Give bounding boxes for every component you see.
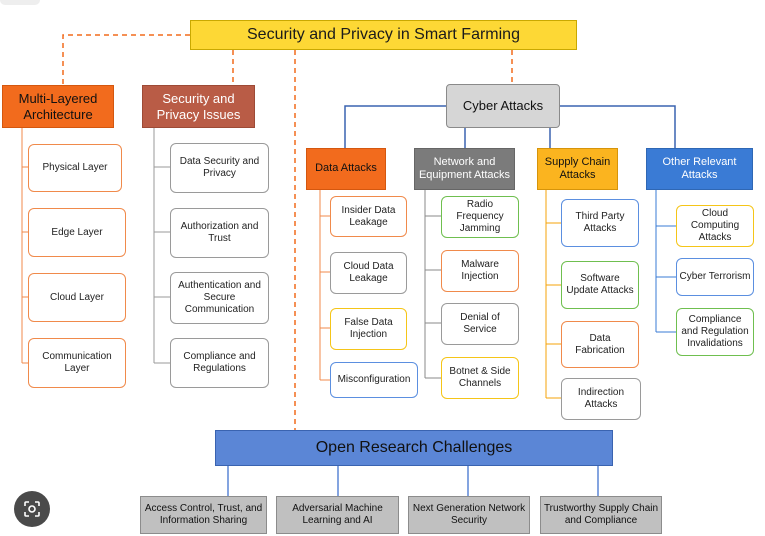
other-attack-item: Compliance and Regulation Invalidations bbox=[676, 308, 754, 356]
lens-glyph-icon bbox=[24, 501, 40, 517]
multi-layered-header: Multi-Layered Architecture bbox=[2, 85, 114, 128]
network-attacks-header: Network and Equipment Attacks bbox=[414, 148, 515, 190]
network-attack-item: Malware Injection bbox=[441, 250, 519, 292]
supply-chain-item: Indirection Attacks bbox=[561, 378, 641, 420]
security-item: Authentication and Secure Communication bbox=[170, 272, 269, 324]
network-attack-item: Denial of Service bbox=[441, 303, 519, 345]
network-attack-item: Botnet & Side Channels bbox=[441, 357, 519, 399]
other-attacks-header: Other Relevant Attacks bbox=[646, 148, 753, 190]
layer-item: Physical Layer bbox=[28, 144, 122, 192]
research-item: Adversarial Machine Learning and AI bbox=[276, 496, 399, 534]
other-attack-item: Cloud Computing Attacks bbox=[676, 205, 754, 247]
data-attack-item: Insider Data Leakage bbox=[330, 196, 407, 237]
data-attack-item: False Data Injection bbox=[330, 308, 407, 350]
supply-chain-header: Supply Chain Attacks bbox=[537, 148, 618, 190]
layer-item: Edge Layer bbox=[28, 208, 126, 257]
supply-chain-item: Third Party Attacks bbox=[561, 199, 639, 247]
security-item: Authorization and Trust bbox=[170, 208, 269, 258]
cyber-attacks-header: Cyber Attacks bbox=[446, 84, 560, 128]
lens-search-icon[interactable] bbox=[14, 491, 50, 527]
data-attacks-header: Data Attacks bbox=[306, 148, 386, 190]
data-attack-item: Misconfiguration bbox=[330, 362, 418, 398]
network-attack-item: Radio Frequency Jamming bbox=[441, 196, 519, 238]
research-item: Access Control, Trust, and Information S… bbox=[140, 496, 267, 534]
diagram-title: Security and Privacy in Smart Farming bbox=[190, 20, 577, 50]
corner-tab bbox=[0, 0, 40, 5]
research-header: Open Research Challenges bbox=[215, 430, 613, 466]
other-attack-item: Cyber Terrorism bbox=[676, 258, 754, 296]
security-item: Compliance and Regulations bbox=[170, 338, 269, 388]
research-item: Next Generation Network Security bbox=[408, 496, 530, 534]
supply-chain-item: Data Fabrication bbox=[561, 321, 639, 368]
layer-item: Communication Layer bbox=[28, 338, 126, 388]
supply-chain-item: Software Update Attacks bbox=[561, 261, 639, 309]
security-privacy-header: Security and Privacy Issues bbox=[142, 85, 255, 128]
security-item: Data Security and Privacy bbox=[170, 143, 269, 193]
layer-item: Cloud Layer bbox=[28, 273, 126, 322]
data-attack-item: Cloud Data Leakage bbox=[330, 252, 407, 294]
research-item: Trustworthy Supply Chain and Compliance bbox=[540, 496, 662, 534]
